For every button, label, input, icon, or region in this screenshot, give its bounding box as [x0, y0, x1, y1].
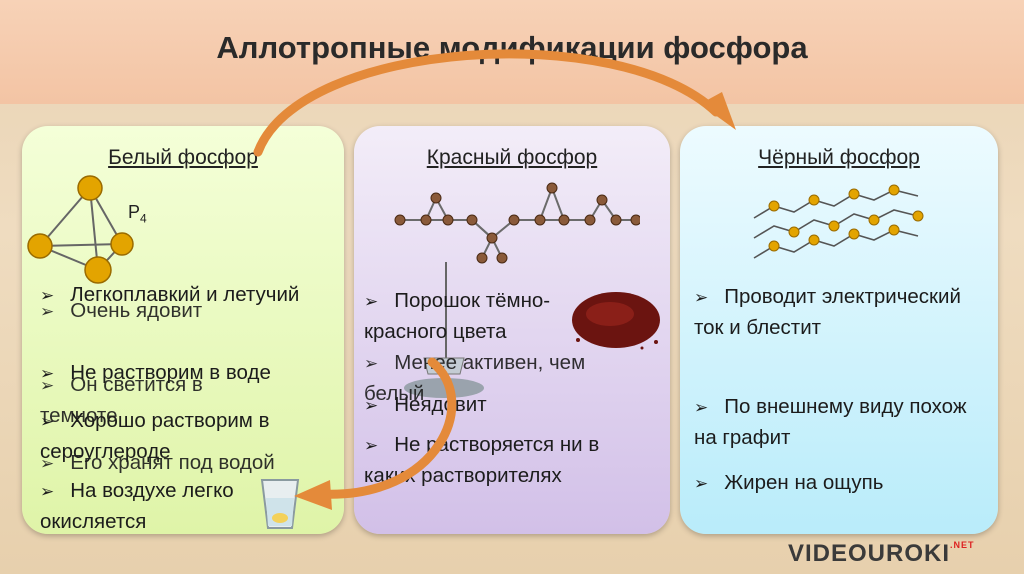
water-glass-icon — [260, 479, 300, 529]
white-to-black-arrow — [253, 49, 721, 157]
black-phosphorus-layers-icon — [753, 184, 924, 259]
black-phosphorus-heading: Чёрный фосфор — [758, 146, 920, 169]
red-item-3: ➢Неядовит — [364, 393, 487, 416]
red-item-1: ➢Порошок тёмно-красного цвета — [364, 289, 551, 343]
videouroki-logo: VIDEOUROKI.NET — [788, 540, 975, 567]
white-item-5: ➢Хорошо растворим в сероуглероде — [40, 409, 270, 463]
red-powder-icon — [572, 292, 660, 350]
black-item-1: ➢Проводит электрический ток и блестит — [694, 285, 961, 339]
white-item-3: ➢Не растворим в воде — [40, 361, 271, 384]
white-item-7: ➢На воздухе легко окисляется — [40, 479, 234, 533]
white-phosphorus-card: Белый фосфор P4 ➢Легкоплавкий и летучий … — [22, 126, 344, 534]
black-item-3: ➢Жирен на ощупь — [694, 471, 884, 494]
white-item-2: ➢Очень ядовит — [40, 299, 203, 322]
white-phosphorus-heading: Белый фосфор — [108, 146, 258, 169]
red-phosphorus-chain-icon — [394, 182, 640, 264]
red-phosphorus-card: Красный фосфор ➢Порошок тёмно-красного ц… — [354, 126, 670, 534]
red-to-white-arrow — [315, 357, 457, 499]
slide-title: Аллотропные модификации фосфора — [216, 30, 808, 65]
black-item-2: ➢По внешнему виду похож на графит — [694, 395, 967, 449]
p4-formula: P4 — [128, 202, 147, 226]
red-phosphorus-heading: Красный фосфор — [426, 146, 598, 169]
black-phosphorus-card: Чёрный фосфор ➢Проводит электрический то… — [680, 126, 998, 534]
white-item-6: ➢Его хранят под водой — [40, 451, 275, 474]
red-to-white-arrowhead — [294, 480, 332, 510]
white-item-4: ➢Он светится в темноте — [40, 373, 203, 427]
white-item-1: ➢Легкоплавкий и летучий — [40, 283, 300, 306]
p4-tetrahedron-icon — [27, 175, 134, 284]
white-to-black-arrowhead — [700, 92, 736, 130]
